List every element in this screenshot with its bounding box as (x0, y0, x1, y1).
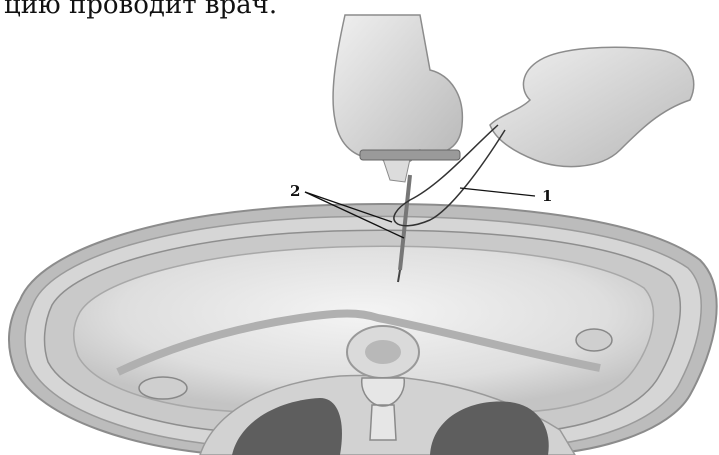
left-pelvic-bone (139, 377, 187, 399)
right-pelvic-bone (576, 329, 612, 351)
callout-label-1: 1 (542, 187, 552, 205)
right-gloved-hand (490, 47, 694, 166)
abdominal-cross-section (9, 204, 717, 455)
aorta-inner (365, 340, 401, 364)
callout-label-2: 2 (290, 182, 300, 200)
callout-line-1 (460, 188, 535, 196)
